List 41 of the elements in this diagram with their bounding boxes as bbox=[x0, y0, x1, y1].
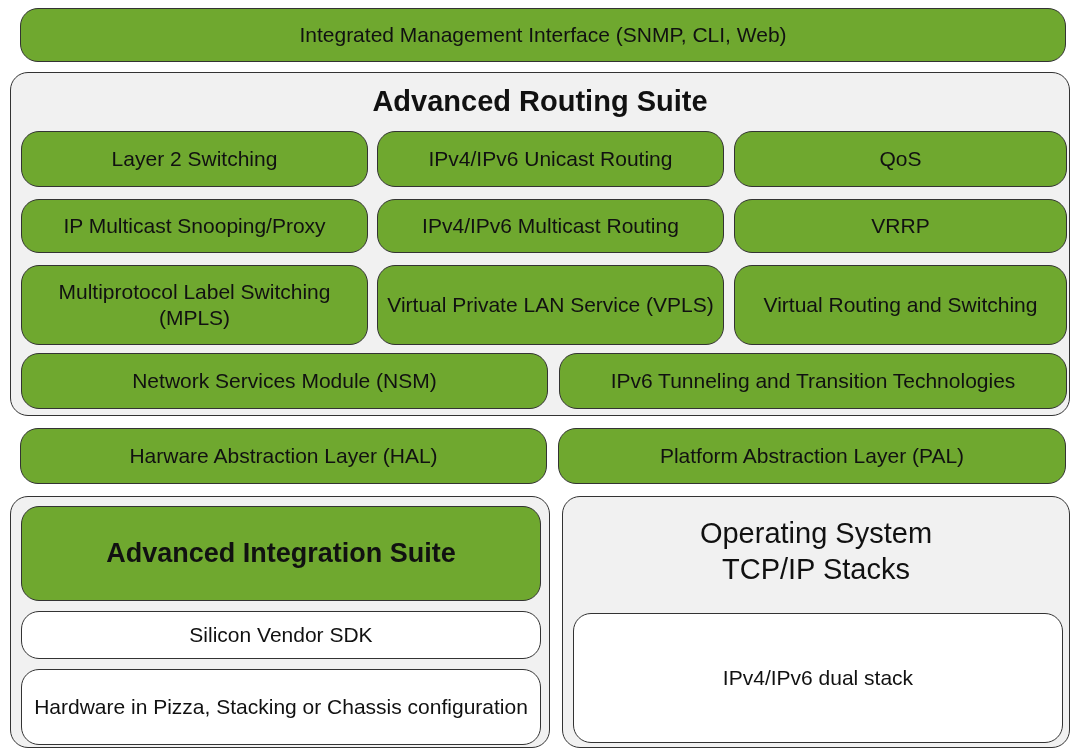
module-label: Virtual Private LAN Service (VPLS) bbox=[386, 291, 715, 318]
module-box bbox=[558, 428, 1066, 484]
module-box bbox=[377, 199, 724, 253]
container-panel bbox=[10, 496, 550, 748]
module-label: IPv4/IPv6 Multicast Routing bbox=[421, 212, 680, 239]
module-box bbox=[21, 669, 541, 745]
module-box bbox=[573, 613, 1063, 743]
module-box bbox=[734, 265, 1067, 345]
module-box bbox=[734, 199, 1067, 253]
module-box bbox=[377, 265, 724, 345]
module-box bbox=[377, 131, 724, 187]
panel-heading: Advanced Routing Suite bbox=[372, 84, 708, 119]
module-label: Silicon Vendor SDK bbox=[188, 621, 374, 648]
module-label: IPv6 Tunneling and Transition Technologies bbox=[609, 367, 1017, 394]
module-label: Multiprotocol Label Switching (MPLS) bbox=[57, 278, 332, 331]
module-box bbox=[21, 199, 368, 253]
module-box bbox=[21, 506, 541, 601]
module-label: Integrated Management Interface (SNMP, CLI, Web) bbox=[298, 21, 788, 48]
module-label: Harware Abstraction Layer (HAL) bbox=[128, 442, 439, 469]
panel-heading: Operating System TCP/IP Stacks bbox=[698, 516, 934, 588]
module-label: Network Services Module (NSM) bbox=[131, 367, 438, 394]
module-box bbox=[21, 353, 548, 409]
module-box bbox=[21, 611, 541, 659]
module-box bbox=[20, 428, 547, 484]
container-panel bbox=[562, 496, 1070, 748]
module-box bbox=[21, 265, 368, 345]
module-box bbox=[20, 8, 1066, 62]
module-label: VRRP bbox=[870, 212, 931, 239]
module-label: Virtual Routing and Switching bbox=[762, 291, 1039, 318]
module-label: QoS bbox=[878, 145, 923, 172]
module-label: Layer 2 Switching bbox=[110, 145, 279, 172]
container-panel bbox=[10, 72, 1070, 416]
module-box bbox=[21, 131, 368, 187]
module-label: Hardware in Pizza, Stacking or Chassis configuration bbox=[33, 693, 529, 720]
module-label: IPv4/IPv6 Unicast Routing bbox=[427, 145, 674, 172]
module-label: IPv4/IPv6 dual stack bbox=[721, 664, 915, 691]
module-label: Advanced Integration Suite bbox=[105, 536, 457, 570]
module-label: IP Multicast Snooping/Proxy bbox=[62, 212, 327, 239]
module-box bbox=[734, 131, 1067, 187]
module-label: Platform Abstraction Layer (PAL) bbox=[658, 442, 966, 469]
module-box bbox=[559, 353, 1067, 409]
